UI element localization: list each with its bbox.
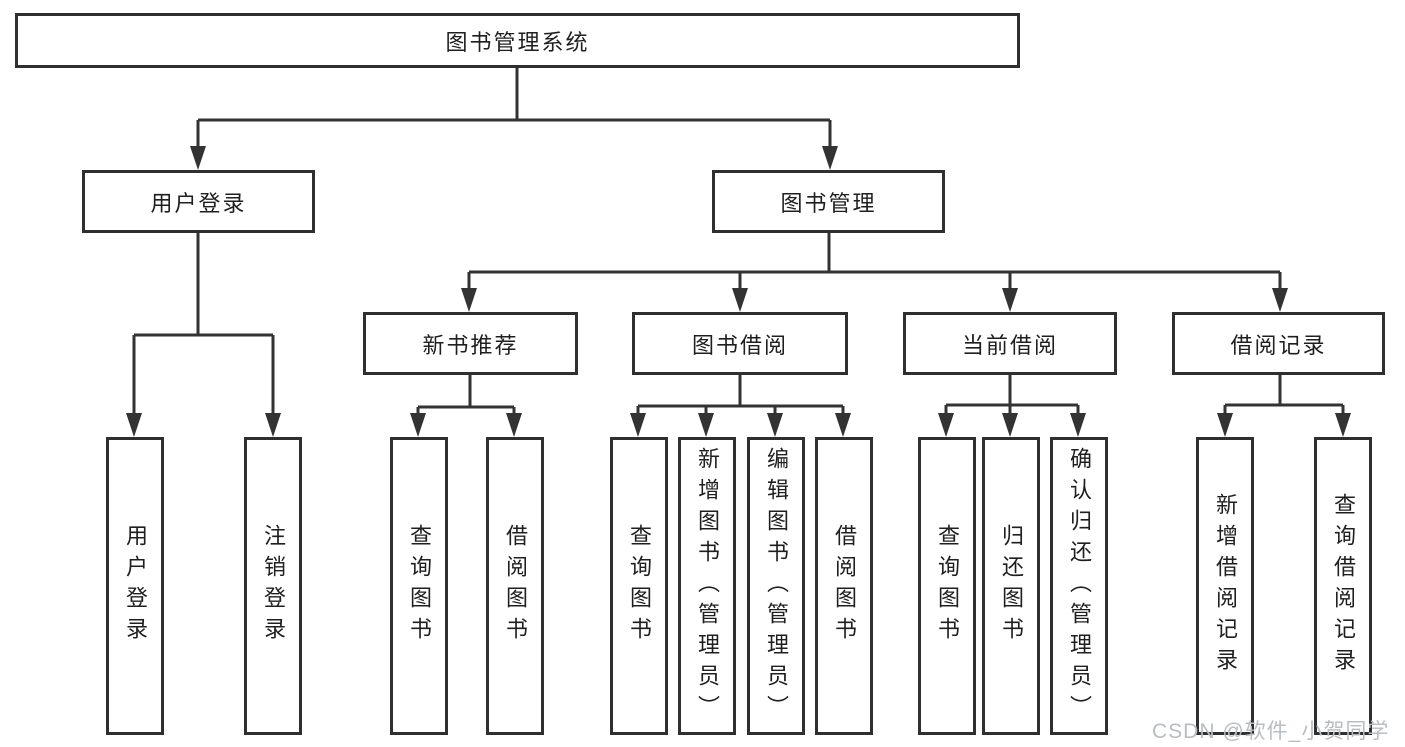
node-label: 新书推荐 (422, 332, 519, 358)
node-label: 用户登录 (150, 190, 247, 216)
leaf-label: 确认归还（管理员） (1067, 446, 1092, 726)
csdn-watermark: CSDN @软件_小贺同学 (1152, 720, 1390, 743)
node-root-system: 图书管理系统 (15, 13, 1020, 68)
leaf-add-borrow-record: 新增借阅记录 (1196, 437, 1254, 735)
leaf-label: 查询图书 (407, 524, 432, 648)
leaf-label: 归还图书 (999, 524, 1024, 648)
node-current-borrowing: 当前借阅 (903, 312, 1117, 375)
leaf-borrow-books-borrowing: 借阅图书 (815, 437, 873, 735)
node-book-borrowing: 图书借阅 (632, 312, 848, 375)
leaf-label: 借阅图书 (832, 524, 857, 648)
leaf-label: 编辑图书（管理员） (764, 446, 789, 726)
connector-borrowrecords-to-leaves (1217, 375, 1351, 437)
node-label: 图书管理 (780, 190, 877, 216)
node-user-login: 用户登录 (82, 170, 315, 233)
connector-currentborrow-to-leaves (938, 375, 1086, 437)
leaf-query-books-current: 查询图书 (918, 437, 976, 735)
leaf-label: 用户登录 (123, 524, 148, 648)
leaf-label: 查询图书 (935, 524, 960, 648)
leaf-label: 新增图书（管理员） (695, 446, 720, 726)
connector-bookborrow-to-leaves (630, 375, 851, 437)
leaf-query-books-newbooks: 查询图书 (390, 437, 448, 735)
leaf-add-books-admin: 新增图书（管理员） (678, 437, 736, 735)
leaf-user-login: 用户登录 (106, 437, 164, 735)
leaf-label: 查询借阅记录 (1331, 493, 1356, 679)
leaf-label: 查询图书 (627, 524, 652, 648)
node-borrowing-records: 借阅记录 (1172, 312, 1385, 375)
connector-bookmgmt-to-level3 (461, 233, 1288, 312)
node-book-management: 图书管理 (712, 170, 945, 233)
connector-root-to-level2 (190, 68, 838, 170)
leaf-borrow-books-newbooks: 借阅图书 (486, 437, 544, 735)
leaf-return-books: 归还图书 (982, 437, 1040, 735)
node-label: 图书管理系统 (445, 29, 590, 55)
leaf-query-borrow-record: 查询借阅记录 (1314, 437, 1372, 735)
leaf-logout: 注销登录 (244, 437, 302, 735)
leaf-confirm-return-admin: 确认归还（管理员） (1050, 437, 1108, 735)
node-label: 借阅记录 (1230, 332, 1327, 358)
leaf-label: 借阅图书 (503, 524, 528, 648)
leaf-label: 新增借阅记录 (1213, 493, 1238, 679)
connector-userlogin-to-leaves (126, 233, 281, 437)
node-label: 图书借阅 (691, 332, 788, 358)
leaf-label: 注销登录 (261, 524, 286, 648)
leaf-edit-books-admin: 编辑图书（管理员） (747, 437, 805, 735)
leaf-query-books-borrowing: 查询图书 (610, 437, 668, 735)
connector-newbooks-to-leaves (410, 375, 522, 437)
node-new-book-recommend: 新书推荐 (363, 312, 578, 375)
node-label: 当前借阅 (961, 332, 1058, 358)
